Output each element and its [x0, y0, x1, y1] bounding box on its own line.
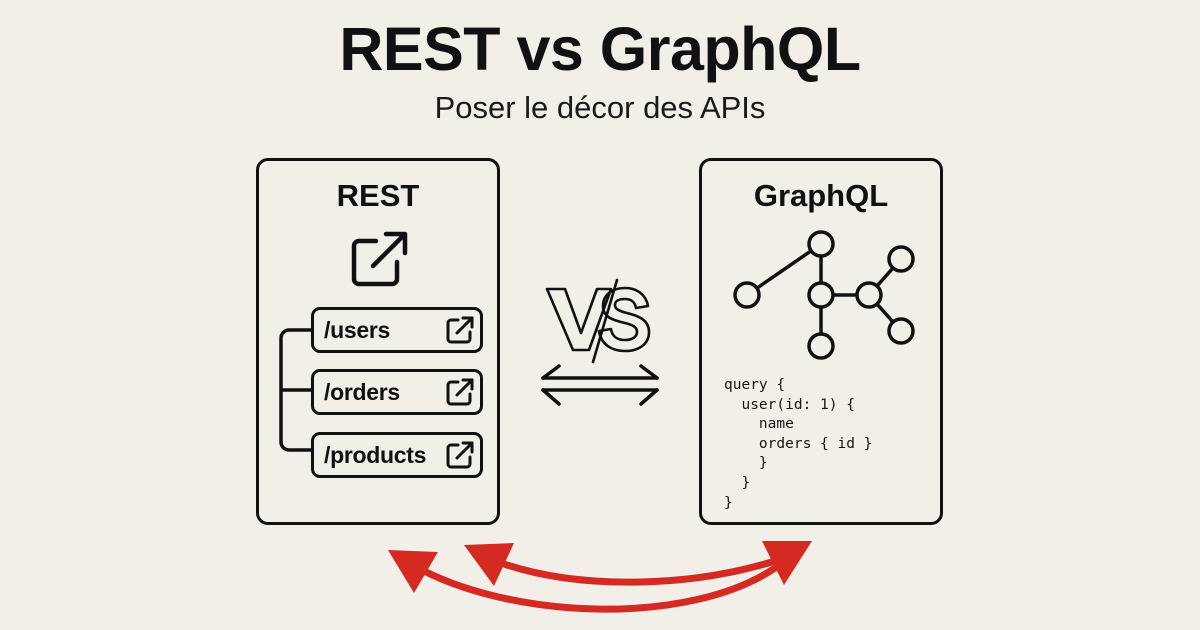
graphql-card: GraphQL query { user(id: 1) { name order…	[699, 158, 943, 525]
bidirectional-arrows-icon	[541, 364, 659, 406]
endpoint-products[interactable]: /products	[311, 432, 483, 478]
code-line: }	[724, 455, 768, 472]
endpoint-label: /orders	[324, 379, 400, 405]
code-line: query {	[724, 377, 786, 393]
versus-emblem	[535, 272, 665, 412]
external-link-icon	[351, 231, 408, 287]
endpoint-tree-connector	[279, 328, 313, 452]
rest-card-title: REST	[336, 178, 420, 213]
graphql-card-title: GraphQL	[753, 178, 889, 213]
curved-double-arrows-icon	[388, 541, 812, 613]
external-link-icon	[446, 316, 474, 344]
graphql-query-code: query { user(id: 1) { name orders { id }…	[724, 376, 872, 513]
external-link-icon	[446, 441, 474, 469]
rest-card: REST /users /orders /products	[256, 158, 500, 525]
endpoint-label: /users	[324, 317, 390, 343]
external-link-icon	[446, 378, 474, 406]
node-graph-icon	[733, 230, 915, 360]
page-title: REST vs GraphQL	[339, 15, 861, 83]
endpoint-orders[interactable]: /orders	[311, 369, 483, 415]
code-line: }	[724, 494, 733, 511]
code-line: orders { id }	[724, 435, 873, 452]
code-line: user(id: 1) {	[724, 396, 855, 413]
code-line: }	[724, 474, 751, 491]
vs-outline-icon	[545, 278, 651, 364]
code-line: name	[724, 416, 794, 433]
endpoint-users[interactable]: /users	[311, 307, 483, 353]
page-subtitle: Poser le décor des APIs	[434, 90, 766, 125]
endpoint-label: /products	[324, 442, 427, 468]
